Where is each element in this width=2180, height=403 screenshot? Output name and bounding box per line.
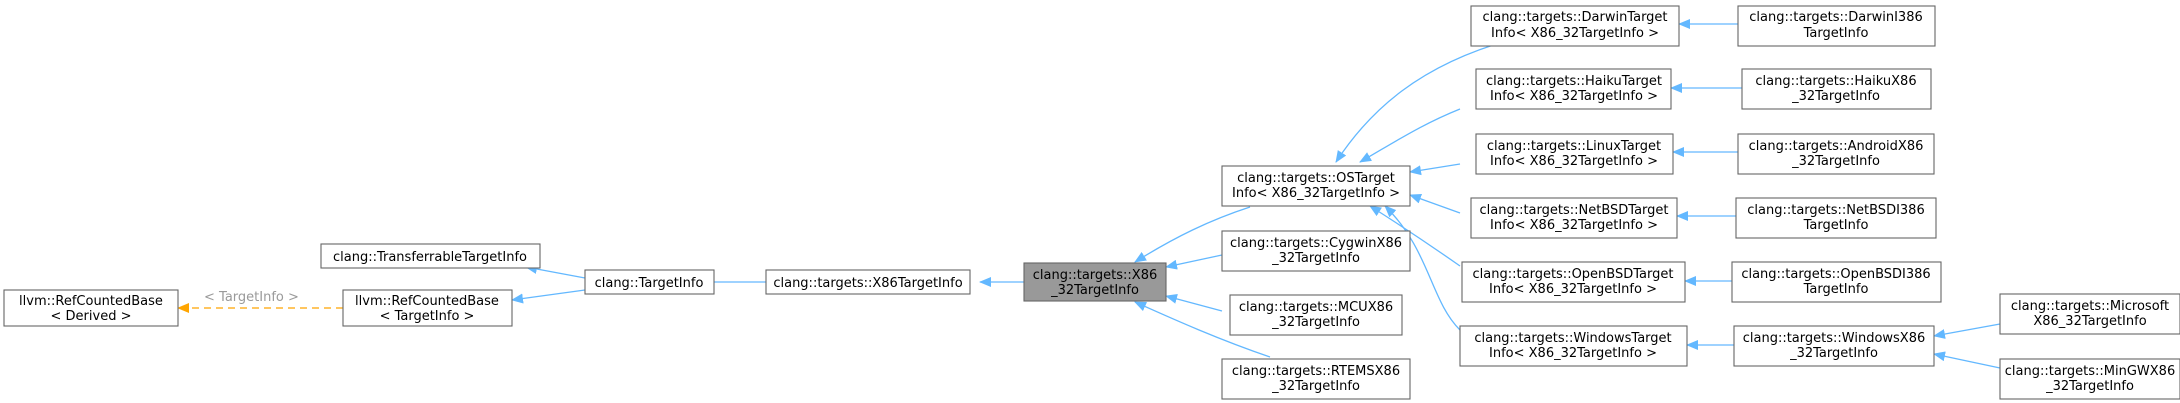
node-openbsdtarget[interactable]: clang::targets::OpenBSDTarget Info< X86_… (1461, 261, 1686, 303)
node-label-line: Info< X86_32TargetInfo > (1489, 346, 1657, 361)
node-label-line: TargetInfo (1803, 282, 1869, 297)
node-label-line: clang::targets::WindowsX86 (1743, 331, 1926, 346)
node-label-line: Info< X86_32TargetInfo > (1491, 26, 1659, 41)
node-label-line: clang::TargetInfo (595, 276, 704, 291)
edge-label-template: < TargetInfo > (204, 290, 299, 305)
edge-mcu-x86_32 (1165, 294, 1223, 312)
node-x86targetinfo[interactable]: clang::targets::X86TargetInfo (765, 269, 971, 295)
nodes: llvm::RefCountedBase < Derived > clang::… (3, 5, 2180, 400)
node-label-line: clang::targets::NetBSDTarget (1479, 203, 1668, 218)
edge-rtems-x86_32 (1134, 301, 1271, 358)
node-targetinfo[interactable]: clang::TargetInfo (584, 269, 715, 295)
node-label-line: _32TargetInfo (1791, 154, 1880, 169)
node-ostarget[interactable]: clang::targets::OSTarget Info< X86_32Tar… (1221, 165, 1411, 207)
node-label-line: clang::TransferrableTargetInfo (333, 250, 527, 265)
node-label-line: clang::targets::DarwinI386 (1749, 10, 1923, 25)
node-label-line: clang::targets::OpenBSDTarget (1473, 267, 1674, 282)
node-refcountedbase-targetinfo[interactable]: llvm::RefCountedBase < TargetInfo > (342, 289, 513, 327)
node-label-line: Info< X86_32TargetInfo > (1489, 282, 1657, 297)
node-label-line: Info< X86_32TargetInfo > (1490, 154, 1658, 169)
node-label-line: X86_32TargetInfo (2033, 314, 2146, 329)
node-mcux86[interactable]: clang::targets::MCUX86 _32TargetInfo (1229, 294, 1403, 336)
edge-openbsd-ostarget (1369, 205, 1461, 267)
node-darwintarget[interactable]: clang::targets::DarwinTarget Info< X86_3… (1470, 5, 1680, 47)
node-rtemsx86[interactable]: clang::targets::RTEMSX86 _32TargetInfo (1221, 358, 1411, 400)
node-microsoftx86[interactable]: clang::targets::Microsoft X86_32TargetIn… (1999, 293, 2180, 335)
node-label-line: clang::targets::WindowsTarget (1474, 331, 1671, 346)
node-label-line: Info< X86_32TargetInfo > (1490, 89, 1658, 104)
edge-linux-ostarget (1409, 163, 1461, 176)
edge-microsoft-windowsx86 (1933, 323, 2001, 339)
node-label-line: _32TargetInfo (1271, 379, 1360, 394)
node-label-line: clang::targets::HaikuTarget (1486, 74, 1662, 89)
node-windowsx86[interactable]: clang::targets::WindowsX86 _32TargetInfo (1733, 325, 1935, 367)
node-label-line: _32TargetInfo (1789, 346, 1878, 361)
node-windowstarget[interactable]: clang::targets::WindowsTarget Info< X86_… (1459, 325, 1688, 367)
node-label-line: clang::targets::MCUX86 (1239, 300, 1393, 315)
node-haikutarget[interactable]: clang::targets::HaikuTarget Info< X86_32… (1475, 68, 1672, 110)
node-label-line: clang::targets::LinuxTarget (1487, 139, 1661, 154)
node-label-line: _32TargetInfo (2045, 379, 2134, 394)
edge-targetinfo-refcounted (511, 289, 586, 304)
node-linuxtarget[interactable]: clang::targets::LinuxTarget Info< X86_32… (1475, 133, 1674, 175)
node-haikux86[interactable]: clang::targets::HaikuX86 _32TargetInfo (1741, 68, 1932, 110)
node-mingwx86[interactable]: clang::targets::MinGWX86 _32TargetInfo (1999, 358, 2180, 400)
node-netbsdtarget[interactable]: clang::targets::NetBSDTarget Info< X86_3… (1470, 197, 1678, 239)
node-label-line: _32TargetInfo (1271, 315, 1360, 330)
node-label-line: < Derived > (51, 309, 132, 324)
edge-netbsd-ostarget (1409, 194, 1461, 214)
edge-targetinfo-transferrable (525, 264, 586, 279)
node-label-line: Info< X86_32TargetInfo > (1232, 186, 1400, 201)
edge-mingw-windowsx86 (1933, 351, 2001, 369)
node-refcountedbase-derived[interactable]: llvm::RefCountedBase < Derived > (3, 289, 179, 327)
node-darwini386[interactable]: clang::targets::DarwinI386 TargetInfo (1737, 5, 1936, 47)
edge-haiku-ostarget (1359, 108, 1461, 163)
node-label-line: clang::targets::HaikuX86 (1755, 74, 1916, 89)
node-label-line: clang::targets::DarwinTarget (1482, 10, 1667, 25)
edge-darwin-ostarget (1335, 39, 1511, 163)
node-label-line: clang::targets::X86 (1033, 268, 1157, 283)
node-cygwinx86[interactable]: clang::targets::CygwinX86 _32TargetInfo (1221, 230, 1411, 272)
node-transferrable-targetinfo[interactable]: clang::TransferrableTargetInfo (320, 243, 541, 269)
node-label-line: llvm::RefCountedBase (355, 294, 499, 309)
node-label-line: llvm::RefCountedBase (19, 294, 163, 309)
node-label-line: clang::targets::AndroidX86 (1749, 139, 1924, 154)
node-label-line: TargetInfo (1803, 218, 1869, 233)
node-netbsdi386[interactable]: clang::targets::NetBSDI386 TargetInfo (1735, 197, 1937, 239)
node-label-line: clang::targets::MinGWX86 (2005, 364, 2175, 379)
node-label-line: _32TargetInfo (1791, 89, 1880, 104)
node-label-line: clang::targets::OpenBSDI386 (1741, 267, 1930, 282)
node-label-line: clang::targets::NetBSDI386 (1747, 203, 1924, 218)
edge-ostarget-x86_32 (1134, 206, 1251, 263)
node-label-line: _32TargetInfo (1271, 251, 1360, 266)
node-label-line: clang::targets::OSTarget (1237, 171, 1395, 186)
node-label-line: _32TargetInfo (1050, 283, 1139, 298)
node-label-line: TargetInfo (1803, 26, 1869, 41)
node-label-line: clang::targets::CygwinX86 (1230, 236, 1402, 251)
node-label-line: Info< X86_32TargetInfo > (1490, 218, 1658, 233)
edge-windows-ostarget (1384, 205, 1461, 331)
node-label-line: clang::targets::Microsoft (2011, 299, 2169, 314)
node-x86_32targetinfo[interactable]: clang::targets::X86 _32TargetInfo (1023, 262, 1167, 302)
node-openbsdi386[interactable]: clang::targets::OpenBSDI386 TargetInfo (1731, 261, 1942, 303)
node-label-line: < TargetInfo > (380, 309, 475, 324)
node-androidx86[interactable]: clang::targets::AndroidX86 _32TargetInfo (1737, 133, 1935, 175)
edge-cygwin-x86_32 (1165, 254, 1223, 270)
node-label-line: clang::targets::RTEMSX86 (1232, 364, 1400, 379)
node-label-line: clang::targets::X86TargetInfo (773, 276, 962, 291)
